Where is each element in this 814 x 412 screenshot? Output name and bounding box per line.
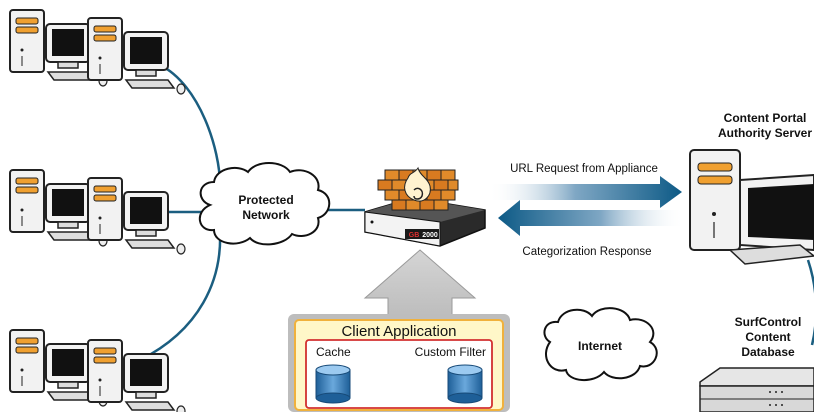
line-bottom-group	[139, 231, 222, 362]
database-cylinder-icon	[447, 364, 483, 404]
internet-cloud-label: Internet	[578, 339, 622, 353]
server-tower-icon	[689, 149, 814, 265]
server-label-line1: Content Portal	[724, 111, 807, 125]
arrow-url-request	[488, 176, 682, 208]
cloud-icon	[199, 162, 331, 246]
protected-cloud-line1: Protected	[238, 193, 293, 207]
workstation-group-top	[9, 9, 186, 95]
appliance-model-number: 2000	[422, 232, 438, 239]
workstation-group-bottom	[9, 329, 186, 412]
cloud-icon	[543, 307, 658, 381]
workstation-group-middle	[9, 169, 186, 255]
database-label-line1: SurfControl	[735, 315, 802, 329]
arrow-categorization-response	[498, 200, 685, 236]
arrow-url-request-label: URL Request from Appliance	[510, 163, 658, 175]
cache-label: Cache	[316, 345, 351, 359]
custom-filter-label: Custom Filter	[415, 345, 486, 359]
database-label-line3: Database	[741, 345, 795, 359]
protected-cloud-line2: Network	[242, 208, 290, 222]
arrow-categorization-response-label: Categorization Response	[522, 246, 651, 258]
appliance-model-prefix: GB	[409, 232, 420, 239]
workstation-icon	[87, 339, 186, 412]
client-application-title: Client Application	[341, 323, 456, 340]
server-label-line2: Authority Server	[718, 126, 812, 140]
firewall-appliance-icon: GB 2000	[364, 166, 486, 247]
line-server-to-db	[806, 259, 814, 346]
database-cylinder-icon	[315, 364, 351, 404]
database-label-line2: Content	[745, 330, 790, 344]
rack-server-icon	[699, 367, 814, 412]
